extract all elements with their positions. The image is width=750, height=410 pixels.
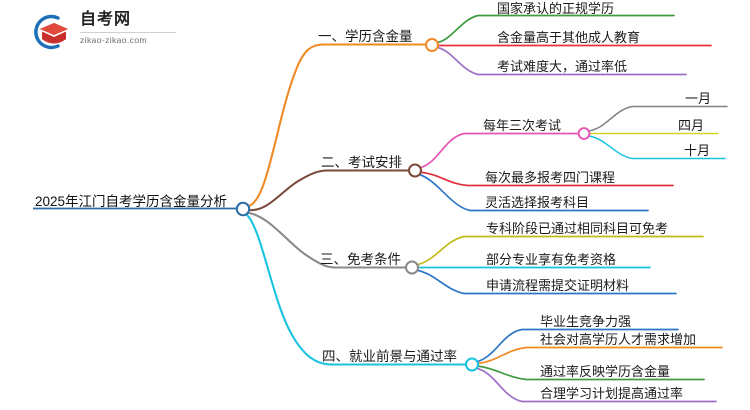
trunk-2-wire bbox=[247, 169, 414, 212]
branch-2-child-1-sub-3-label[interactable]: 十月 bbox=[684, 143, 711, 158]
root-node-dot bbox=[235, 201, 251, 217]
branch-3-child-3-label[interactable]: 申请流程需提交证明材料 bbox=[486, 278, 630, 293]
logo-url: zikao-zikao.com bbox=[80, 35, 147, 45]
branch-4-child-3-label[interactable]: 通过率反映学历含金量 bbox=[540, 364, 671, 379]
branch-1-child-3-label[interactable]: 考试难度大，通过率低 bbox=[497, 59, 628, 74]
trunk-4-wire bbox=[245, 213, 471, 366]
branch-4-child-4-label[interactable]: 合理学习计划提高通过率 bbox=[540, 386, 684, 401]
branch-1-node-dot bbox=[425, 38, 439, 52]
logo-wordmark: 自考网 zikao-zikao.com bbox=[80, 10, 176, 45]
branch-2-child-1-node-dot bbox=[577, 127, 591, 140]
branch-4-node-dot bbox=[465, 357, 479, 372]
branch-3-node-dot bbox=[405, 260, 419, 275]
site-logo: 自考网 zikao-zikao.com bbox=[28, 10, 178, 54]
b4-c2-wire bbox=[477, 346, 723, 365]
branch-3-child-1-label[interactable]: 专科阶段已通过相同科目可免考 bbox=[486, 221, 669, 236]
branch-2-label[interactable]: 二、考试安排 bbox=[321, 155, 402, 170]
branch-1-label[interactable]: 一、学历含金量 bbox=[318, 29, 413, 44]
branch-2-child-2-label[interactable]: 每次最多报考四门课程 bbox=[485, 170, 616, 185]
branch-4-child-2-label[interactable]: 社会对高学历人才需求增加 bbox=[540, 332, 697, 347]
graduation-cap-icon bbox=[28, 12, 72, 52]
branch-3-label[interactable]: 三、免考条件 bbox=[320, 252, 401, 267]
branch-3-child-2-label[interactable]: 部分专业享有免考资格 bbox=[486, 252, 617, 267]
branch-2-child-1-label[interactable]: 每年三次考试 bbox=[483, 118, 562, 133]
root-title: 2025年江门自考学历含金量分析 bbox=[35, 194, 228, 209]
branch-4-label[interactable]: 四、就业前景与通过率 bbox=[322, 349, 457, 364]
b2-c1-g1-wire bbox=[587, 105, 728, 132]
trunk-1-wire bbox=[246, 43, 430, 208]
branch-2-child-1-sub-2-label[interactable]: 四月 bbox=[678, 118, 705, 133]
branch-1-child-2-label[interactable]: 含金量高于其他成人教育 bbox=[497, 30, 641, 45]
logo-divider bbox=[80, 32, 176, 33]
branch-2-child-3-label[interactable]: 灵活选择报考科目 bbox=[485, 195, 590, 210]
branch-2-child-1-sub-1-label[interactable]: 一月 bbox=[685, 91, 712, 106]
logo-name: 自考网 bbox=[80, 11, 132, 28]
branch-2-node-dot bbox=[408, 163, 422, 178]
branch-1-child-1-label[interactable]: 国家承认的正规学历 bbox=[497, 1, 615, 16]
b2-c1-wire bbox=[418, 132, 579, 169]
branch-4-child-1-label[interactable]: 毕业生竞争力强 bbox=[540, 314, 632, 329]
